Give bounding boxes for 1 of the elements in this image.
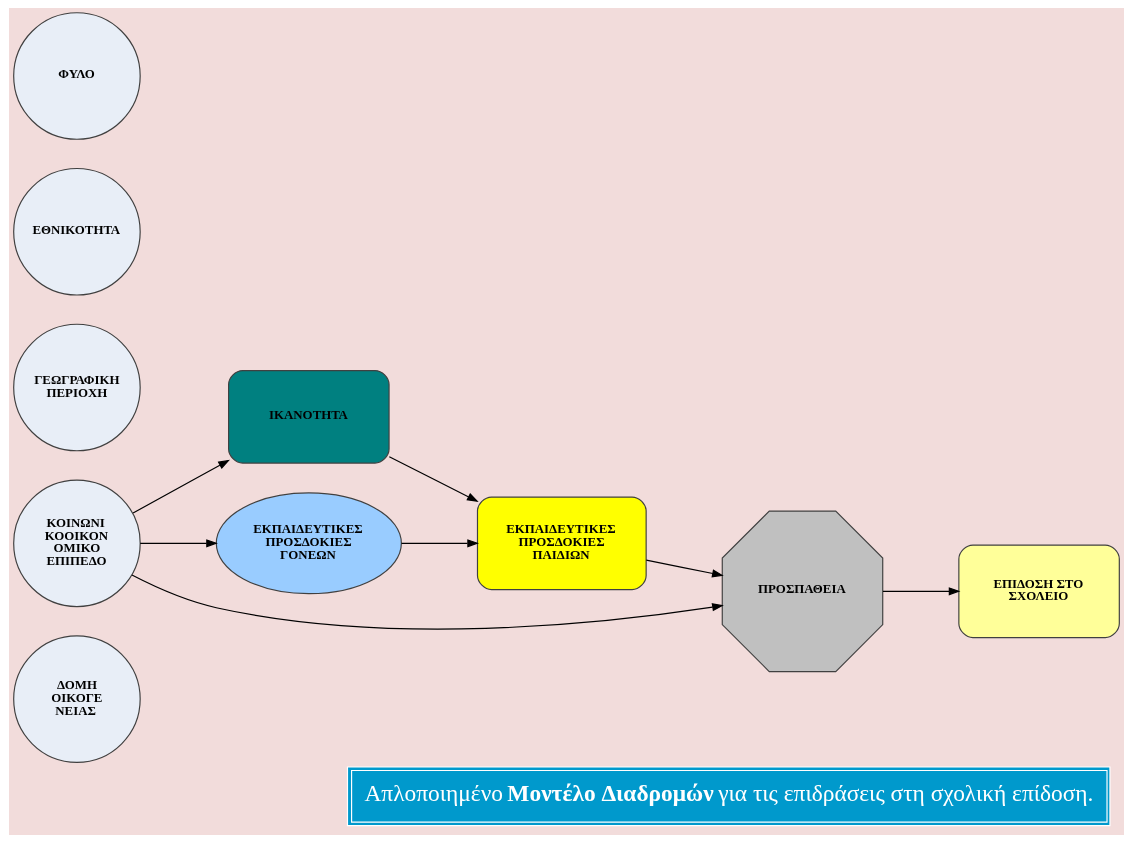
caption: Απλοποιημένο Μοντέλο Διαδρομών για τις επιδράσεις στη σχολική επίδοση. bbox=[363, 779, 1093, 806]
